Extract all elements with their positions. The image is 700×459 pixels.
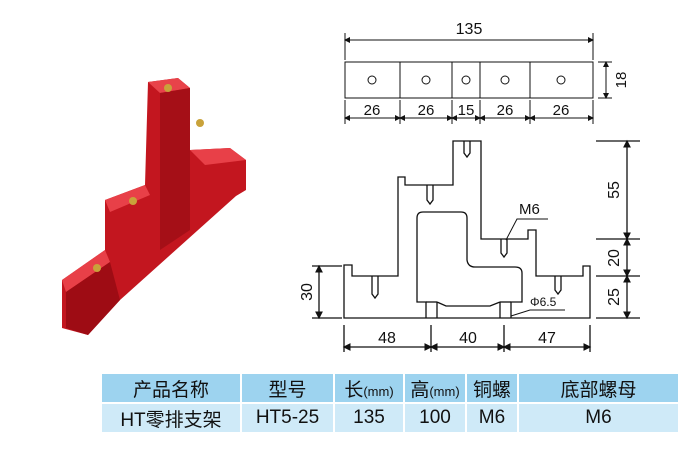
top-view: [344, 33, 612, 124]
header-cell: 底部螺母: [519, 374, 678, 402]
dim-segment: 26: [364, 102, 381, 119]
header-cell: 长(mm): [335, 374, 403, 402]
dim-height-upper: 55: [606, 181, 623, 199]
header-unit: (mm): [363, 383, 394, 399]
dim-segment: 26: [497, 102, 514, 119]
thread-label: M6: [519, 201, 540, 218]
cell-copper-screw: M6: [467, 404, 517, 432]
product-photo: [62, 78, 246, 335]
header-cell: 型号: [242, 374, 333, 402]
dim-segment: 26: [553, 102, 570, 119]
dim-segment: 15: [458, 102, 475, 119]
header-cell: 铜螺: [467, 374, 517, 402]
dim-left-height: 30: [299, 283, 316, 301]
dim-segment: 26: [418, 102, 435, 119]
header-label: 高: [410, 379, 430, 401]
dim-base: 40: [459, 330, 477, 347]
header-label: 长: [344, 379, 364, 401]
cell-height: 100: [405, 404, 465, 432]
dim-thickness: 18: [613, 72, 630, 89]
cell-bottom-nut: M6: [519, 404, 678, 432]
cell-length: 135: [335, 404, 403, 432]
dim-base: 48: [378, 330, 396, 347]
spec-table: 产品名称 型号 长(mm) 高(mm) 铜螺 底部螺母 HT零排支架 HT5-2…: [100, 372, 680, 434]
table-header-row: 产品名称 型号 长(mm) 高(mm) 铜螺 底部螺母: [102, 374, 678, 402]
header-unit: (mm): [429, 383, 460, 399]
cell-model: HT5-25: [242, 404, 333, 432]
header-cell: 产品名称: [102, 374, 240, 402]
dim-base: 47: [538, 330, 556, 347]
dim-overall-length: 135: [456, 21, 483, 38]
dim-height-middle: 20: [606, 249, 623, 267]
dim-height-lower: 25: [606, 288, 623, 306]
cell-product-name: HT零排支架: [102, 404, 240, 432]
header-cell: 高(mm): [405, 374, 465, 402]
side-view: [312, 139, 640, 352]
hole-label: Φ6.5: [530, 295, 557, 309]
table-row: HT零排支架 HT5-25 135 100 M6 M6: [102, 404, 678, 432]
